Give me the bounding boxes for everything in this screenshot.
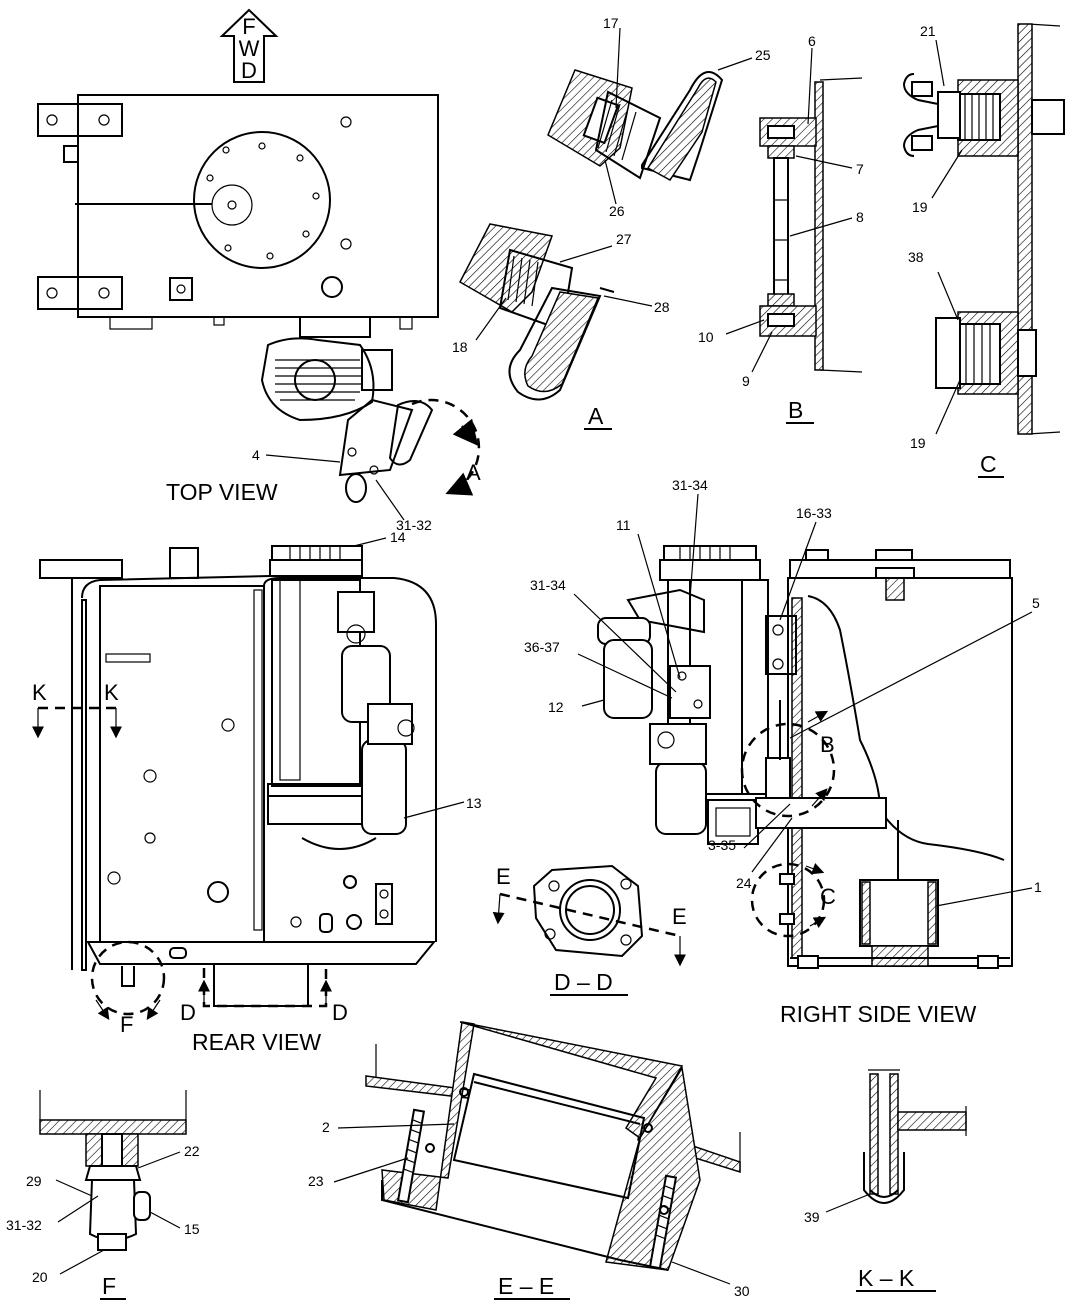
fwd-letter-f: F: [242, 14, 255, 39]
callout-6: 6: [808, 33, 816, 49]
callout-36-37: 36-37: [524, 639, 560, 655]
callout-30: 30: [734, 1283, 750, 1299]
dd-marker-e-left: E: [496, 864, 511, 889]
section-ee-drawing: 2 23 30 E – E: [308, 1021, 750, 1300]
callout-26: 26: [609, 203, 625, 219]
rear-marker-d-left: D: [180, 1000, 196, 1025]
view-kk-title: K – K: [858, 1265, 915, 1291]
callout-19-lower: 19: [910, 435, 926, 451]
callout-23: 23: [308, 1173, 324, 1189]
callout-1: 1: [1034, 879, 1042, 895]
marker-b: B: [820, 732, 835, 757]
callout-20: 20: [32, 1269, 48, 1285]
marker-c: C: [820, 884, 836, 909]
callout-31-32-top: 31-32: [396, 517, 432, 533]
fwd-arrow: F W D: [219, 8, 279, 83]
callout-31-34-upper: 31-34: [672, 477, 708, 493]
callout-8: 8: [856, 209, 864, 225]
view-c-drawing: 21 19 38 19 C: [902, 23, 1065, 478]
top-view-label: TOP VIEW: [166, 479, 278, 505]
rear-marker-f: F: [120, 1012, 133, 1037]
marker-a: A: [466, 460, 481, 485]
callout-39: 39: [804, 1209, 820, 1225]
callout-10: 10: [698, 329, 714, 345]
view-b-drawing: 6 7 8 10 9 B: [698, 33, 864, 424]
callout-29: 29: [26, 1173, 42, 1189]
fwd-letter-d: D: [241, 58, 257, 83]
view-f-drawing: 22 29 31-32 15 20 F: [6, 1090, 200, 1300]
section-kk-drawing: 39 K – K: [804, 1069, 967, 1292]
dd-marker-e-right: E: [672, 904, 687, 929]
view-a-drawing: 17 25 26 27 28 18 A: [452, 15, 771, 430]
callout-13: 13: [466, 795, 482, 811]
callout-27: 27: [616, 231, 632, 247]
callout-12: 12: [548, 699, 564, 715]
callout-22: 22: [184, 1143, 200, 1159]
callout-17: 17: [603, 15, 619, 31]
view-c-title: C: [980, 451, 997, 477]
callout-19-upper: 19: [912, 199, 928, 215]
callout-5: 5: [1032, 595, 1040, 611]
callout-38: 38: [908, 249, 924, 265]
top-view-drawing: A 4 31-32 TOP VIEW: [37, 94, 481, 533]
callout-11: 11: [616, 517, 631, 533]
callout-7: 7: [856, 161, 864, 177]
fwd-letter-w: W: [239, 36, 260, 61]
view-a-title: A: [588, 403, 604, 429]
callout-18: 18: [452, 339, 468, 355]
callout-9: 9: [742, 373, 750, 389]
callout-16-33: 16-33: [796, 505, 832, 521]
callout-25: 25: [755, 47, 771, 63]
callout-24: 24: [736, 875, 752, 891]
callout-3-35: 3-35: [708, 837, 736, 853]
callout-31-32-f: 31-32: [6, 1217, 42, 1233]
callout-28: 28: [654, 299, 670, 315]
right-side-view-label: RIGHT SIDE VIEW: [780, 1001, 977, 1027]
rear-marker-k-left: K: [32, 680, 47, 705]
callout-14: 14: [390, 529, 406, 545]
view-ee-title: E – E: [498, 1273, 554, 1299]
view-dd-title: D – D: [554, 969, 613, 995]
rear-view-drawing: 14 13 F D D K K REAR VIEW: [32, 529, 482, 1055]
section-dd-drawing: E E D – D: [492, 864, 687, 996]
view-f-title: F: [102, 1273, 116, 1299]
callout-4: 4: [252, 447, 260, 463]
right-side-view-drawing: B C 31-34 11 31-34 36-37 12 16-33 5 3-35…: [524, 477, 1042, 1027]
callout-15: 15: [184, 1221, 200, 1237]
rear-view-label: REAR VIEW: [192, 1029, 321, 1055]
view-b-title: B: [788, 397, 803, 423]
rear-marker-k-right: K: [104, 680, 119, 705]
callout-21: 21: [920, 23, 936, 39]
callout-31-34-lower: 31-34: [530, 577, 566, 593]
rear-marker-d-right: D: [332, 1000, 348, 1025]
callout-2: 2: [322, 1119, 330, 1135]
